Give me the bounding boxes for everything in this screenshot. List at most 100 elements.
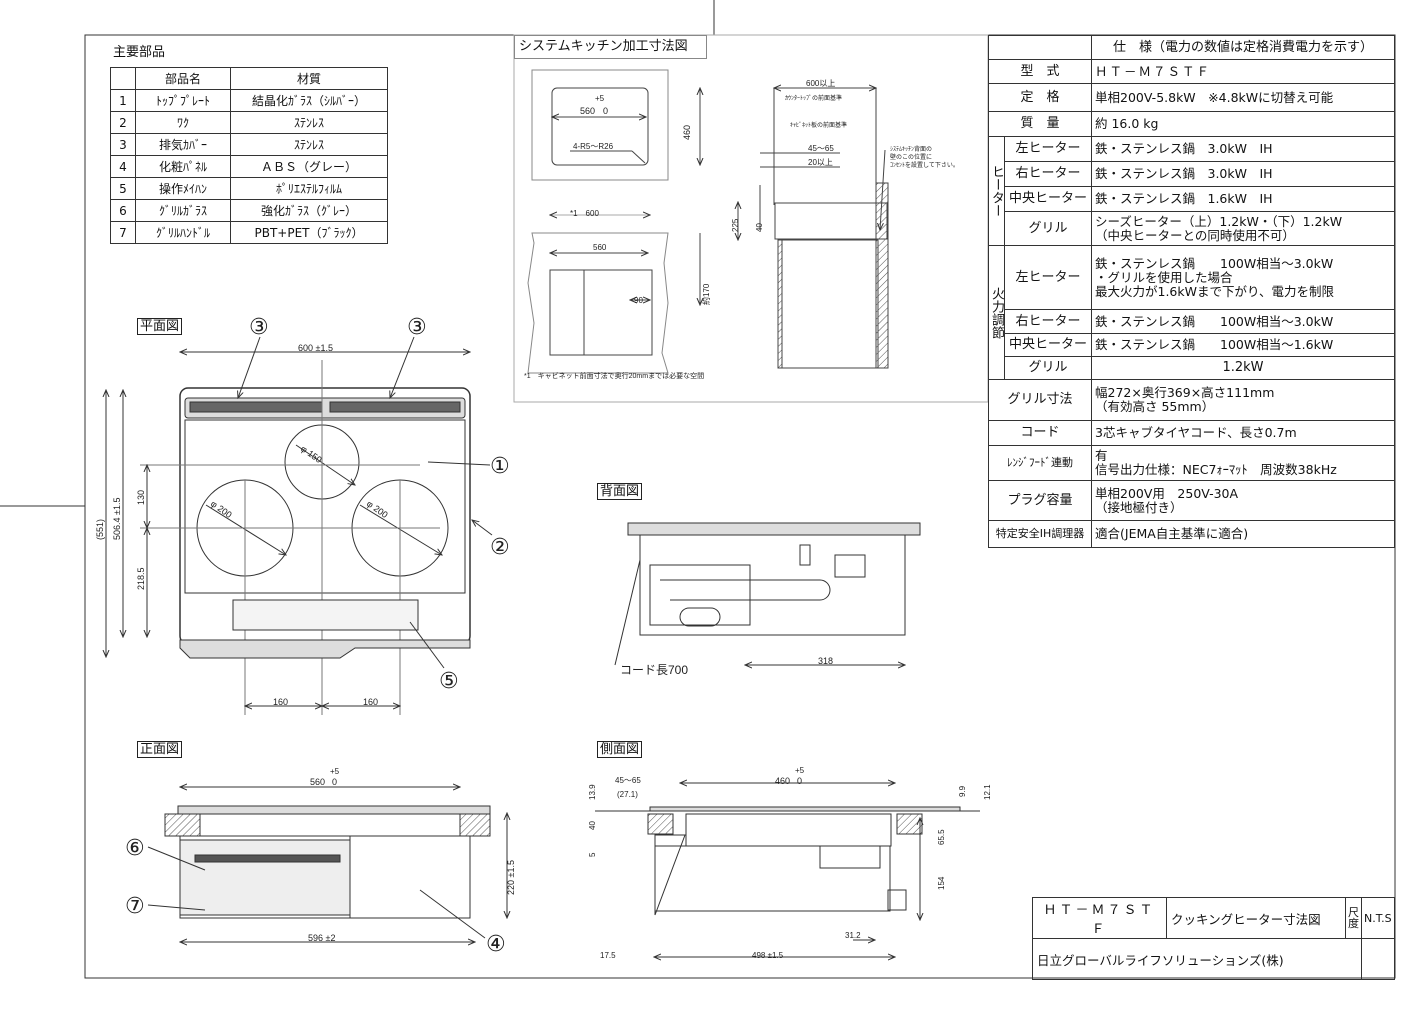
kitchen-front-gap: 45～65 [808,144,834,153]
side-view-label: 側面図 [597,741,643,758]
plan-depth-total: (551) [95,519,105,540]
spec-label: グリル [1004,356,1092,380]
spec-value-line: 単相200V用 250V-30A [1095,485,1239,501]
part-no: 7 [110,221,136,244]
kitchen-tol0: 0 [603,106,608,116]
part-name: ｸﾞﾘﾙｶﾞﾗｽ [135,199,231,222]
spec-value: 1.2kW [1091,356,1395,380]
side-d27: (27.1) [617,790,638,799]
spec-label: コード [988,420,1092,446]
part-name: ｸﾞﾘﾙﾊﾝﾄﾞﾙ [135,221,231,244]
back-view-label: 背面図 [597,483,643,500]
kitchen-outlet-x: 90 [634,296,643,305]
kitchen-title: システムキッチン加工寸法図 [514,35,707,59]
plan-d160-left: 160 [273,697,288,707]
side-d13: 13.9 [588,784,597,800]
side-d5: 5 [588,852,597,857]
side-d121: 12.1 [983,784,992,800]
kitchen-radius: 4-R5～R26 [573,142,614,151]
plan-phi200-left: φ 200 [209,498,234,520]
kitchen-footnote: *1 キャビネット前面寸法で奥行20mmまでは必要な空間 [524,371,704,380]
kitchen-outlet-note: ｼｽﾃﾑｷｯﾁﾝ背面の [890,145,932,153]
side-d655: 65.5 [937,829,946,845]
spec-label: グリル寸法 [988,379,1092,421]
callout-3-left: ③ [249,314,269,339]
side-d99: 9.9 [958,785,967,797]
spec-value-line: 幅272×奥行369×高さ111mm [1095,385,1275,400]
spec-group-power: 火力調節 [988,245,1005,380]
part-no: 4 [110,155,136,178]
kitchen-outlet-note: ｺﾝｾﾝﾄを設置して下さい。 [890,161,959,169]
plan-d130: 130 [136,490,146,505]
part-no: 6 [110,199,136,222]
spec-rating: 単相200V-5.8kW ※4.8kWに切替え可能 [1091,83,1395,112]
kitchen-tol: +5 [595,94,605,103]
part-name: ﾄｯﾌﾟﾌﾟﾚｰﾄ [135,89,231,112]
spec-value-line: 鉄・ステンレス鍋 100W相当～3.0kW [1095,255,1334,271]
spec-label: グリル [1004,211,1092,246]
kitchen-cabinet-width: *1 600 [570,209,599,218]
kitchen-min-depth: 600以上 [806,79,835,88]
spec-value: 鉄・ステンレス鍋 100W相当～3.0kW・グリルを使用した場合最大火力が1.6… [1091,245,1395,310]
plan-view-label: 平面図 [137,318,183,335]
front-outer-width: 596 ±2 [308,933,335,943]
kitchen-outlet-note: 壁のこの位置に [890,153,932,161]
front-width: 560 [310,777,325,787]
kitchen-counter-ref: ｶｳﾝﾀｰﾄｯﾌﾟの前面基準 [785,94,842,102]
plan-d218: 218.5 [136,567,146,590]
spec-value: 適合(JEMA自主基準に適合) [1091,520,1395,548]
part-material: ＡＢＳ（グレー） [230,155,388,178]
spec-label: プラグ容量 [988,480,1092,521]
front-view-drawing [147,787,507,942]
front-tol: +5 [330,767,340,776]
part-name: ﾜｸ [135,111,231,134]
kitchen-cabinet-ref: ｷｬﾋﾞﾈｯﾄ板の前面基準 [790,121,847,129]
parts-header-name: 部品名 [135,67,231,90]
back-d318: 318 [818,656,833,666]
spec-mass: 約 16.0 kg [1091,111,1395,137]
callout-7: ⑦ [125,893,145,918]
spec-value-line: 信号出力仕様：NEC7ｫｰﾏｯﾄ 周波数38kHz [1095,462,1337,477]
parts-header-no [110,67,136,90]
spec-value-line: ・グリルを使用した場合 [1095,269,1233,285]
spec-value: 単相200V用 250V-30A（接地極付き） [1091,480,1395,521]
title-scale: N.T.S [1361,897,1395,939]
part-no: 5 [110,177,136,200]
plan-width: 600 ±1.5 [298,343,333,353]
spec-value: 鉄・ステンレス鍋 3.0kW IH [1091,161,1395,187]
callout-5: ⑤ [439,668,459,693]
spec-label: 定 格 [988,83,1092,112]
side-view-drawing [595,783,980,957]
callout-4: ④ [486,931,506,956]
spec-value: 幅272×奥行369×高さ111mm（有効高さ 55mm） [1091,379,1395,421]
spec-label: 中央ヒーター [1004,186,1092,212]
plan-d160-right: 160 [363,697,378,707]
spec-label: 右ヒーター [1004,309,1092,334]
spec-value-line: （有効高さ 55mm） [1095,399,1215,414]
spec-value-line: 最大火力が1.6kWまで下がり、電力を制限 [1095,283,1334,299]
spec-value-line: （中央ヒーターとの同時使用不可） [1095,227,1295,243]
side-d154: 154 [937,876,946,890]
part-material: ﾎﾟﾘｴｽﾃﾙﾌｨﾙﾑ [230,177,388,200]
title-scale-label: 尺度 [1345,897,1362,939]
side-d460: 460 [775,776,790,786]
spec-header-blank [988,35,1092,60]
spec-label: 左ヒーター [1004,136,1092,162]
spec-label: 中央ヒーター [1004,333,1092,357]
part-material: 結晶化ｶﾞﾗｽ（ｼﾙﾊﾞｰ） [230,89,388,112]
back-cord-length: コード長700 [620,663,688,677]
part-no: 3 [110,133,136,156]
callout-3-right: ③ [407,314,427,339]
front-height: 220 ±1.5 [506,860,516,895]
part-material: 強化ｶﾞﾗｽ（ｸﾞﾚｰ） [230,199,388,222]
side-tol0: 0 [797,776,802,786]
spec-label: 左ヒーター [1004,245,1092,310]
front-view-label: 正面図 [137,741,183,758]
